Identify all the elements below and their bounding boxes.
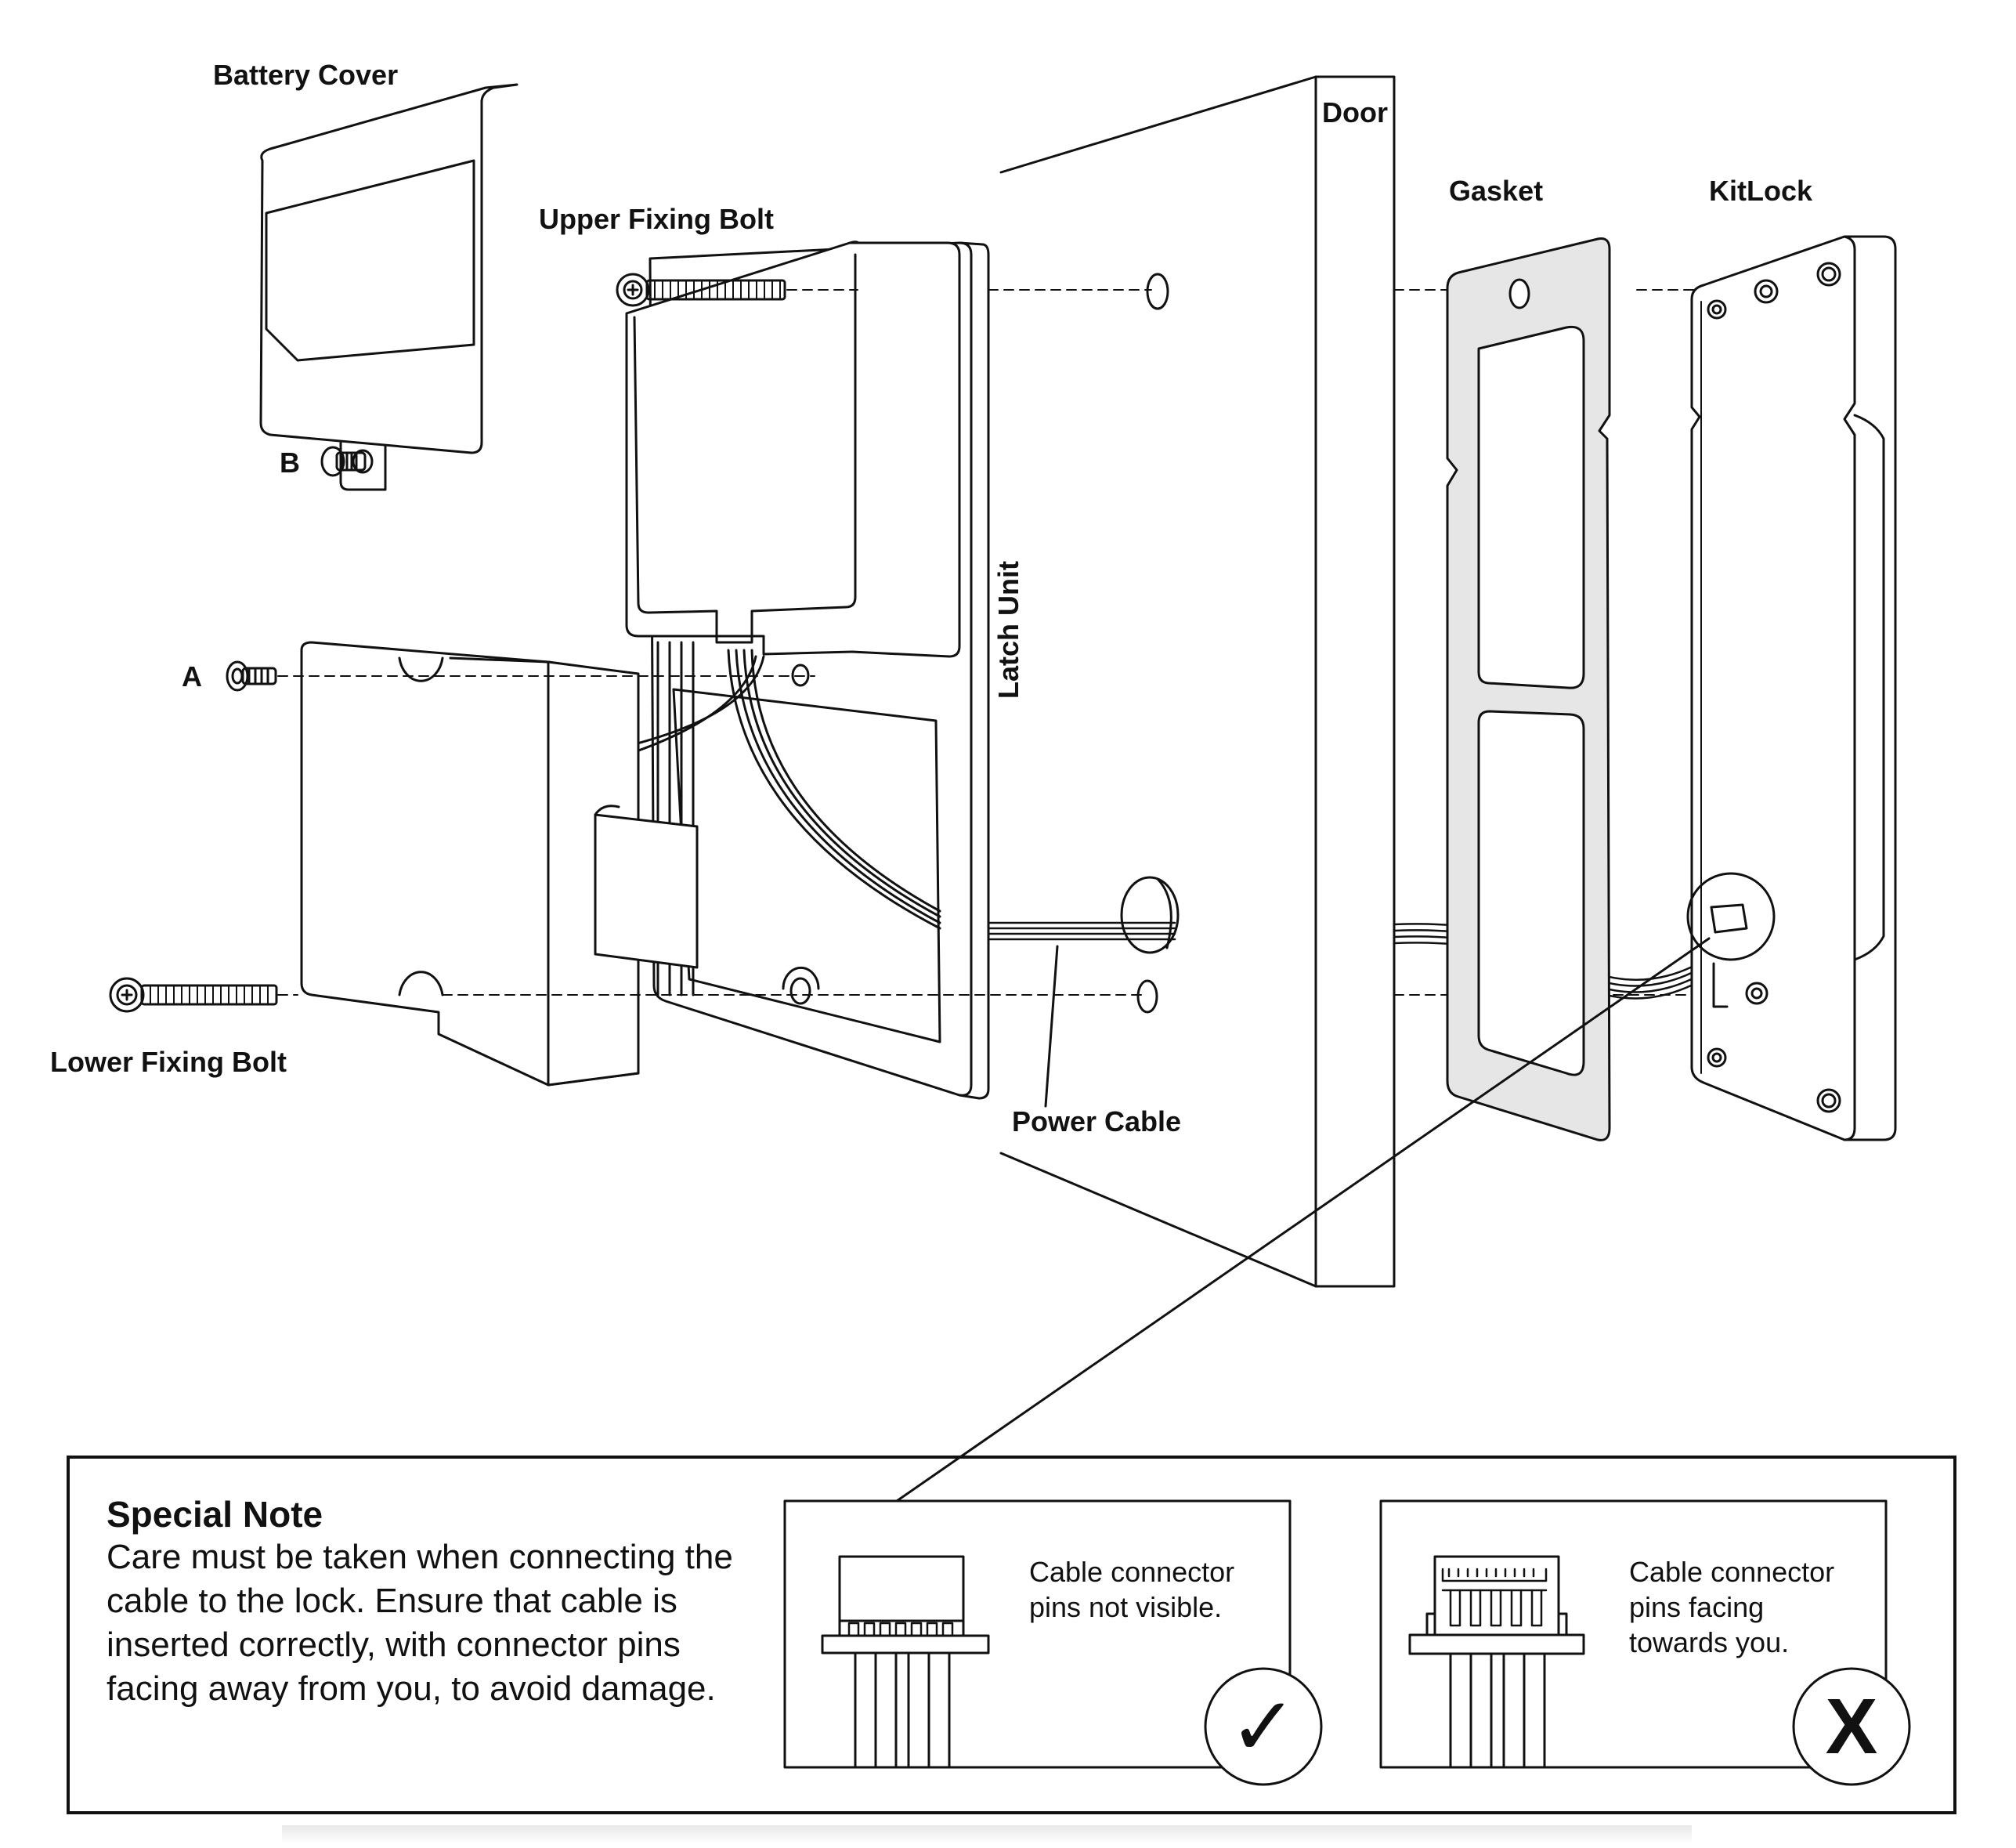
check-badge — [1204, 1667, 1323, 1786]
battery-cover-part — [259, 83, 518, 491]
cross-badge — [1792, 1667, 1911, 1786]
incorrect-connector-panel — [1379, 1499, 1911, 1786]
gasket-label: Gasket — [1449, 175, 1544, 207]
latch-unit-part — [625, 240, 990, 1100]
correct-connector-panel — [783, 1499, 1323, 1786]
cross-icon: X — [1825, 1683, 1878, 1770]
correct-panel-line1: Cable connector — [1029, 1556, 1235, 1588]
correct-panel-line2: pins not visible. — [1029, 1591, 1223, 1623]
screw-a-icon — [226, 660, 277, 692]
correct-panel-text: Cable connector pins not visible. — [1029, 1554, 1280, 1625]
incorrect-panel-text: Cable connector pins facing towards you. — [1629, 1554, 1880, 1660]
incorrect-panel-line3: towards you. — [1629, 1626, 1790, 1658]
door-holes — [1120, 273, 1180, 1014]
lower-fixing-bolt-label: Lower Fixing Bolt — [50, 1046, 287, 1078]
incorrect-panel-line1: Cable connector — [1629, 1556, 1835, 1588]
screw-b-label: B — [280, 447, 300, 479]
lower-fixing-bolt-icon — [109, 977, 278, 1013]
screw-b-icon — [320, 446, 374, 477]
upper-fixing-bolt-icon — [616, 273, 786, 307]
power-cable-label: Power Cable — [1012, 1105, 1182, 1137]
gasket-part — [1446, 237, 1611, 1141]
battery-box-part — [300, 641, 699, 1087]
latch-unit-label: Latch Unit — [992, 561, 1024, 699]
bottom-shadow — [282, 1825, 1692, 1844]
kitlock-label: KitLock — [1709, 175, 1813, 207]
special-note-title: Special Note — [107, 1494, 323, 1535]
upper-fixing-bolt-label: Upper Fixing Bolt — [539, 203, 774, 235]
door-label: Door — [1322, 96, 1388, 128]
special-note-body: Care must be taken when connecting the c… — [107, 1538, 733, 1708]
door-panel — [999, 75, 1396, 1288]
incorrect-panel-line2: pins facing — [1629, 1591, 1765, 1623]
screw-a-label: A — [182, 660, 202, 693]
kitlock-part — [1686, 235, 1897, 1141]
battery-cover-label: Battery Cover — [213, 59, 399, 91]
callout-leader-line — [895, 937, 1711, 1503]
checkmark-icon: ✓ — [1229, 1679, 1298, 1774]
special-note-box — [67, 1456, 1956, 1814]
